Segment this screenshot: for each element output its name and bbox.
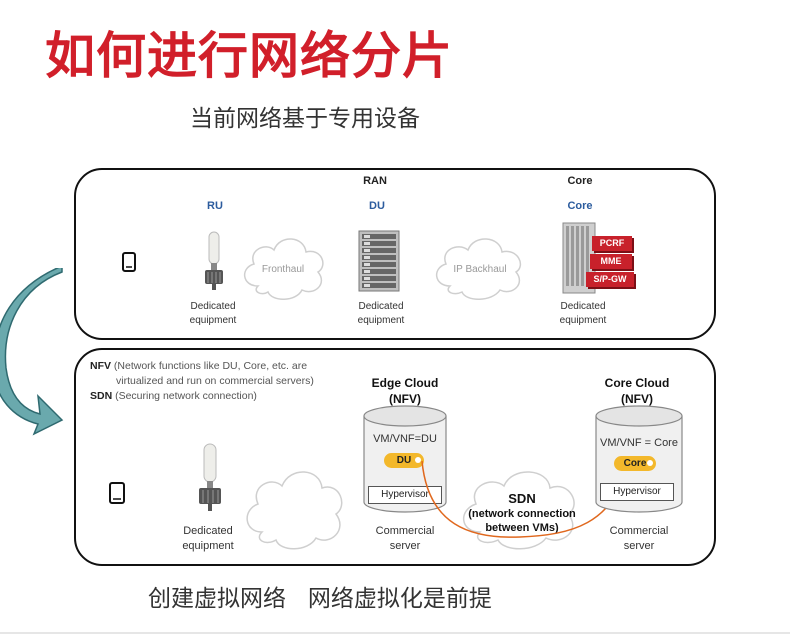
cloud-icon	[436, 238, 522, 300]
du-equipment-label: Dedicated equipment	[346, 300, 416, 328]
label-line: Dedicated	[190, 301, 236, 312]
sdn-label: SDN (network connection between VMs)	[456, 490, 588, 535]
page-footer: 创建虚拟网络 网络虚拟化是前提	[148, 586, 492, 612]
ran-label: RAN	[363, 175, 387, 187]
edge-cloud-sub: (NFV)	[389, 392, 421, 406]
fronthaul-label: Fronthaul	[261, 264, 305, 275]
du-pill: DU	[384, 453, 424, 468]
du-label: DU	[369, 200, 385, 212]
mme-badge: MME	[590, 254, 632, 269]
phone-icon	[122, 252, 136, 272]
spgw-badge: S/P-GW	[586, 272, 634, 287]
label-line: equipment	[182, 540, 234, 552]
nfv-key: NFV	[90, 360, 111, 372]
ru-equipment-label: Dedicated equipment	[178, 300, 248, 328]
core-server-label: Commercial server	[594, 524, 684, 554]
core-cloud-name: Core Cloud	[604, 376, 670, 390]
label-line: equipment	[189, 315, 237, 326]
label-line: server	[623, 540, 655, 552]
core-equipment-label: Dedicated equipment	[548, 300, 618, 328]
server-rack-icon	[358, 230, 400, 292]
nfv-description: NFV (Network functions like DU, Core, et…	[90, 359, 370, 404]
pcrf-badge: PCRF	[592, 236, 632, 251]
edge-vm-label: VM/VNF=DU	[373, 433, 437, 445]
radio-unit-icon	[199, 443, 221, 511]
core-vm-label: VM/VNF = Core	[600, 437, 678, 449]
core-cloud-sub: (NFV)	[621, 392, 653, 406]
label-line: Commercial	[375, 525, 435, 537]
curved-arrow-icon	[0, 268, 64, 436]
edge-cloud-name: Edge Cloud	[371, 376, 439, 390]
ip-backhaul-label: IP Backhaul	[453, 264, 507, 275]
bottom-equipment-label: Dedicated equipment	[168, 524, 248, 554]
page-subtitle: 当前网络基于专用设备	[190, 106, 420, 132]
label-line: Dedicated	[560, 301, 606, 312]
sdn-title: SDN	[508, 491, 536, 506]
label-line: equipment	[559, 315, 607, 326]
edge-hypervisor: Hypervisor	[368, 486, 442, 504]
edge-server-label: Commercial server	[362, 524, 448, 554]
cloud-icon	[463, 471, 575, 550]
sdn-text: (Securing network connection)	[112, 390, 257, 402]
core-cloud-title: Core Cloud (NFV)	[582, 375, 692, 407]
label-line: Dedicated	[183, 525, 233, 537]
label-line: Commercial	[609, 525, 669, 537]
nfv-text: (Network functions like DU, Core, etc. a…	[111, 360, 308, 372]
core-pill: Core	[614, 456, 656, 471]
nfv-text-2: virtualized and run on commercial server…	[116, 375, 314, 387]
label-line: server	[389, 540, 421, 552]
bottom-divider	[0, 632, 790, 634]
label-line: Dedicated	[358, 301, 404, 312]
cloud-icon	[246, 471, 343, 550]
cloud-icon	[244, 238, 324, 300]
label-line: equipment	[357, 315, 405, 326]
phone-icon	[109, 482, 125, 504]
ru-label: RU	[207, 200, 223, 212]
core-label: Core	[567, 175, 593, 187]
edge-cloud-title: Edge Cloud (NFV)	[350, 375, 460, 407]
sdn-sub-1: (network connection	[468, 508, 576, 520]
sdn-sub-2: between VMs)	[485, 522, 559, 534]
sdn-key: SDN	[90, 390, 113, 402]
core-chassis-icon	[562, 222, 596, 294]
core-sub-label: Core	[567, 200, 593, 212]
page-title: 如何进行网络分片	[45, 27, 453, 85]
core-hypervisor: Hypervisor	[600, 483, 674, 501]
radio-unit-icon	[205, 231, 223, 290]
